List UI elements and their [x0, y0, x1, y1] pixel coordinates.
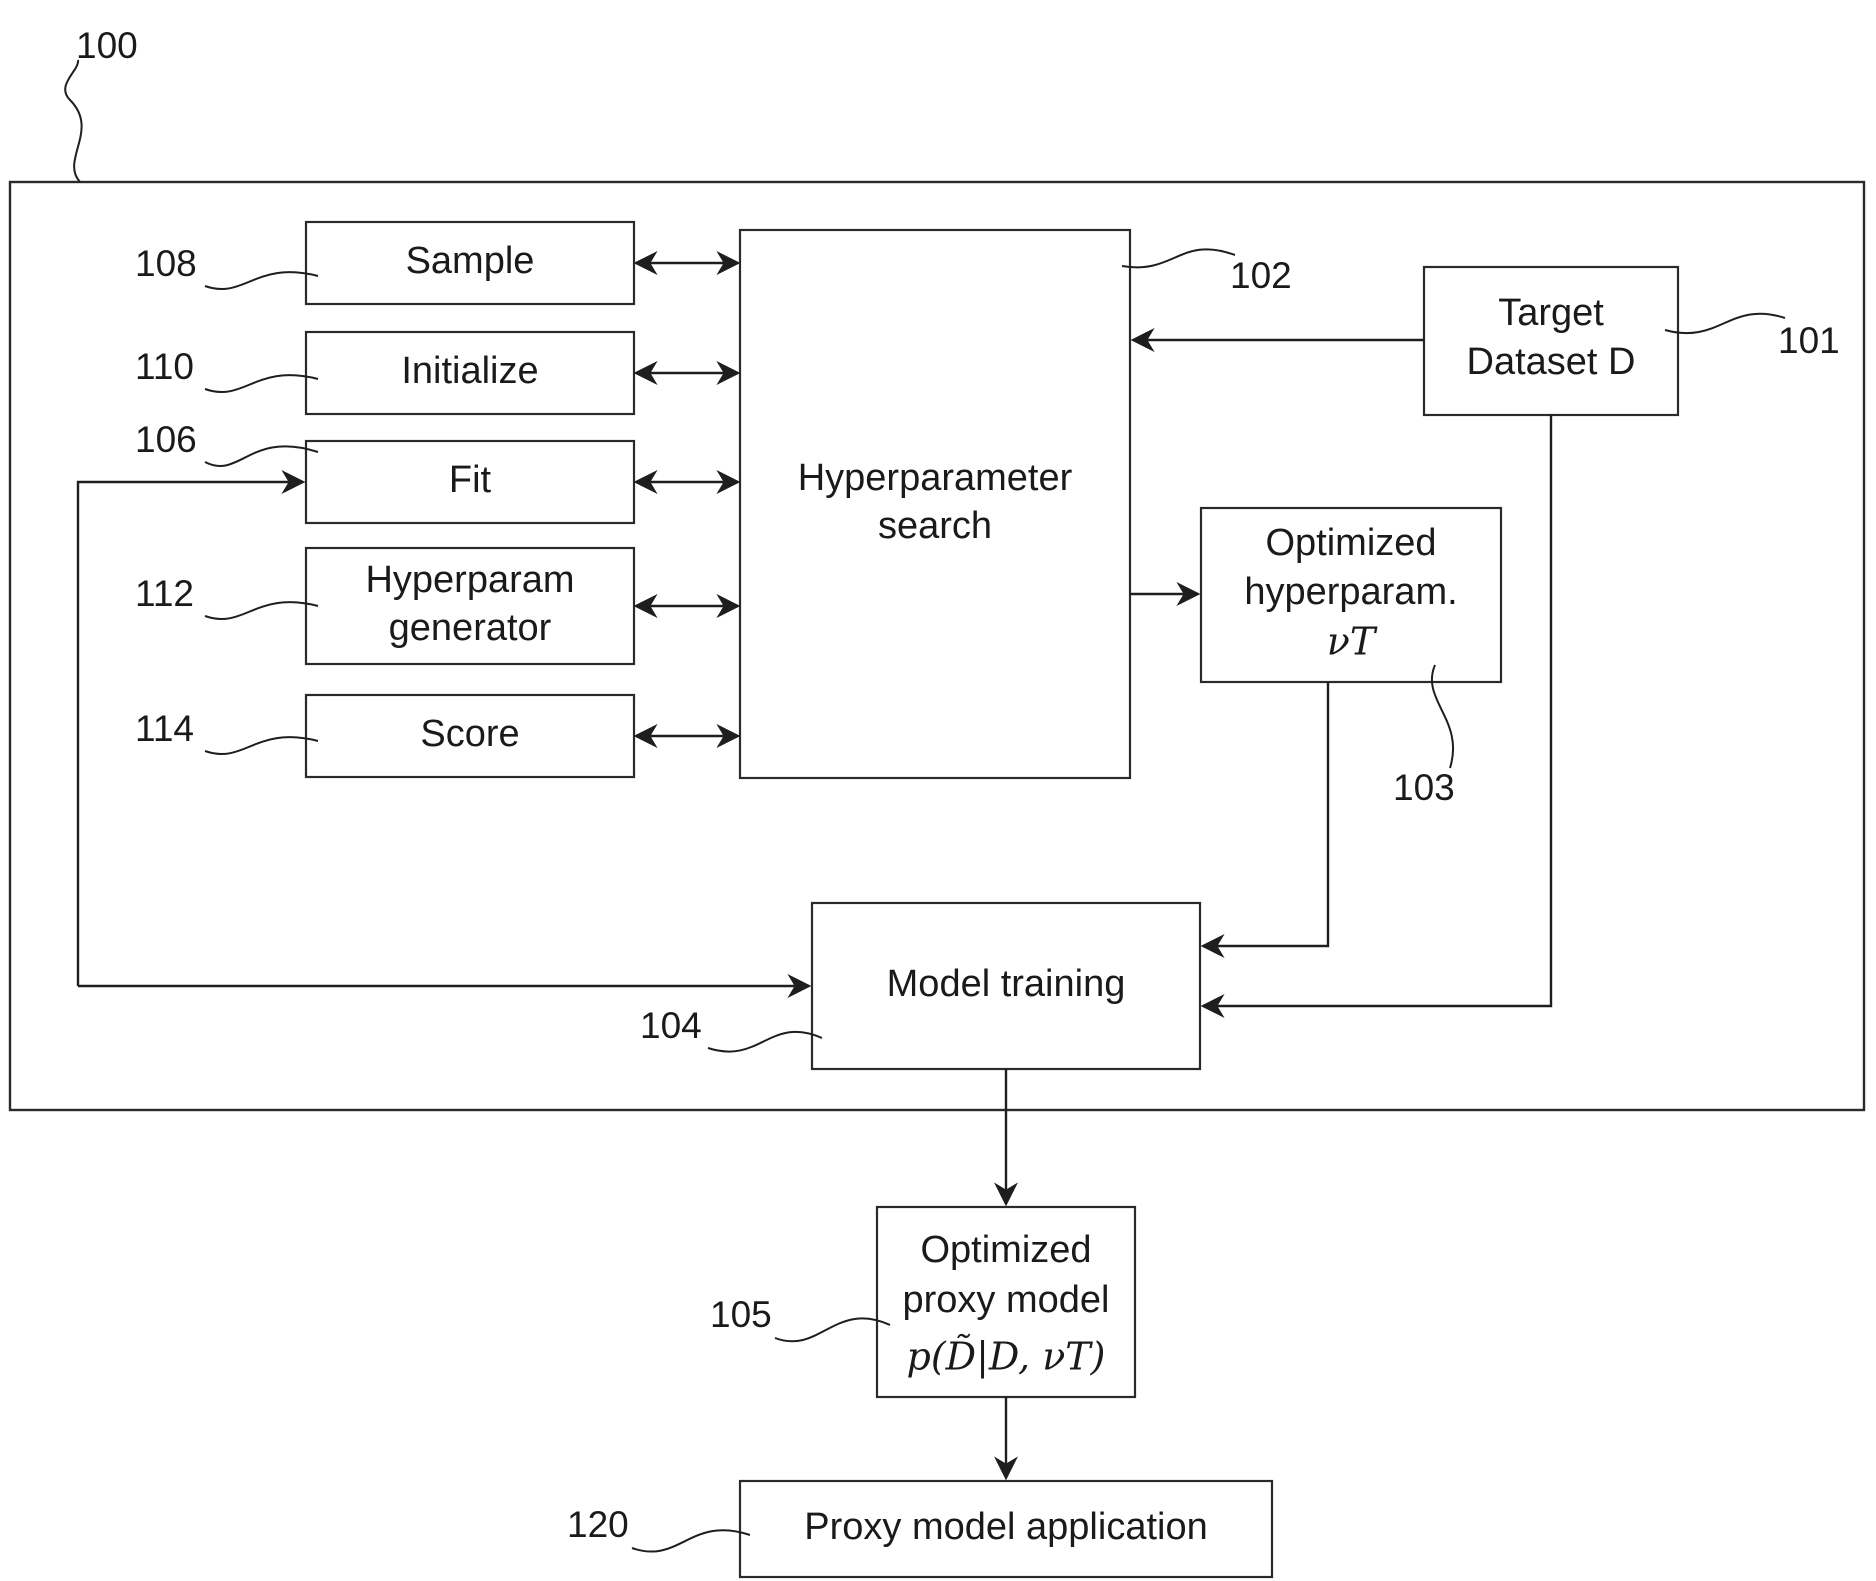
leader-114: [205, 737, 318, 754]
leader-100: [65, 60, 81, 182]
leader-102: [1122, 249, 1235, 267]
optimized-proxy-model-line1: Optimized: [920, 1229, 1091, 1271]
leader-110: [205, 375, 318, 392]
leader-112: [205, 602, 318, 619]
ref-103: 103: [1393, 767, 1455, 808]
sample-label: Sample: [406, 240, 535, 282]
ref-102: 102: [1230, 255, 1292, 296]
hyperparam-generator-line1: Hyperparam: [365, 559, 574, 601]
ref-104: 104: [640, 1005, 702, 1046]
model-training-label: Model training: [887, 963, 1126, 1005]
hyperparameter-search-line2: search: [878, 505, 992, 547]
target-dataset-line2: Dataset D: [1467, 341, 1636, 383]
optimized-proxy-model-line2: proxy model: [903, 1279, 1110, 1321]
leader-104: [708, 1032, 822, 1052]
target-dataset-line1: Target: [1498, 292, 1604, 334]
leader-108: [205, 272, 318, 289]
fit-label: Fit: [449, 459, 492, 501]
proxy-model-application-label: Proxy model application: [804, 1506, 1207, 1548]
optimized-hyperparam-line1: Optimized: [1265, 522, 1436, 564]
leader-105: [775, 1318, 890, 1341]
leader-101: [1665, 314, 1785, 333]
ref-106: 106: [135, 419, 197, 460]
optimized-hyperparam-box: Optimized hyperparam. νT: [1201, 508, 1501, 682]
proxy-model-application-box: Proxy model application: [740, 1481, 1272, 1577]
sample-box: Sample: [306, 222, 634, 304]
initialize-label: Initialize: [401, 350, 538, 392]
ref-114: 114: [135, 708, 194, 749]
ref-108: 108: [135, 243, 197, 284]
hyperparameter-search-line1: Hyperparameter: [798, 457, 1073, 499]
target-dataset-box: Target Dataset D: [1424, 267, 1678, 415]
fit-box: Fit: [306, 441, 634, 523]
optimized-proxy-model-box: Optimized proxy model p(D̃|D, νT): [877, 1207, 1135, 1397]
hyperparameter-search-box: Hyperparameter search: [740, 230, 1130, 778]
optimized-hyperparam-line2: hyperparam.: [1244, 571, 1457, 613]
initialize-box: Initialize: [306, 332, 634, 414]
model-training-box: Model training: [812, 903, 1200, 1069]
optimized-proxy-model-formula: p(D̃|D, νT): [907, 1335, 1106, 1379]
arrow-hyperparam-training: [1203, 682, 1328, 946]
ref-101: 101: [1778, 320, 1840, 361]
leader-120: [632, 1530, 750, 1551]
ref-112: 112: [135, 573, 194, 614]
score-box: Score: [306, 695, 634, 777]
hyperparam-generator-box: Hyperparam generator: [306, 548, 634, 664]
hyperparam-generator-line2: generator: [389, 607, 552, 649]
ref-100: 100: [76, 25, 138, 66]
ref-110: 110: [135, 346, 194, 387]
leader-106: [205, 446, 318, 466]
optimized-hyperparam-formula: νT: [1327, 620, 1378, 664]
ref-105: 105: [710, 1294, 772, 1335]
ref-120: 120: [567, 1504, 629, 1545]
arrow-dataset-training: [1203, 415, 1551, 1006]
score-label: Score: [420, 713, 519, 755]
